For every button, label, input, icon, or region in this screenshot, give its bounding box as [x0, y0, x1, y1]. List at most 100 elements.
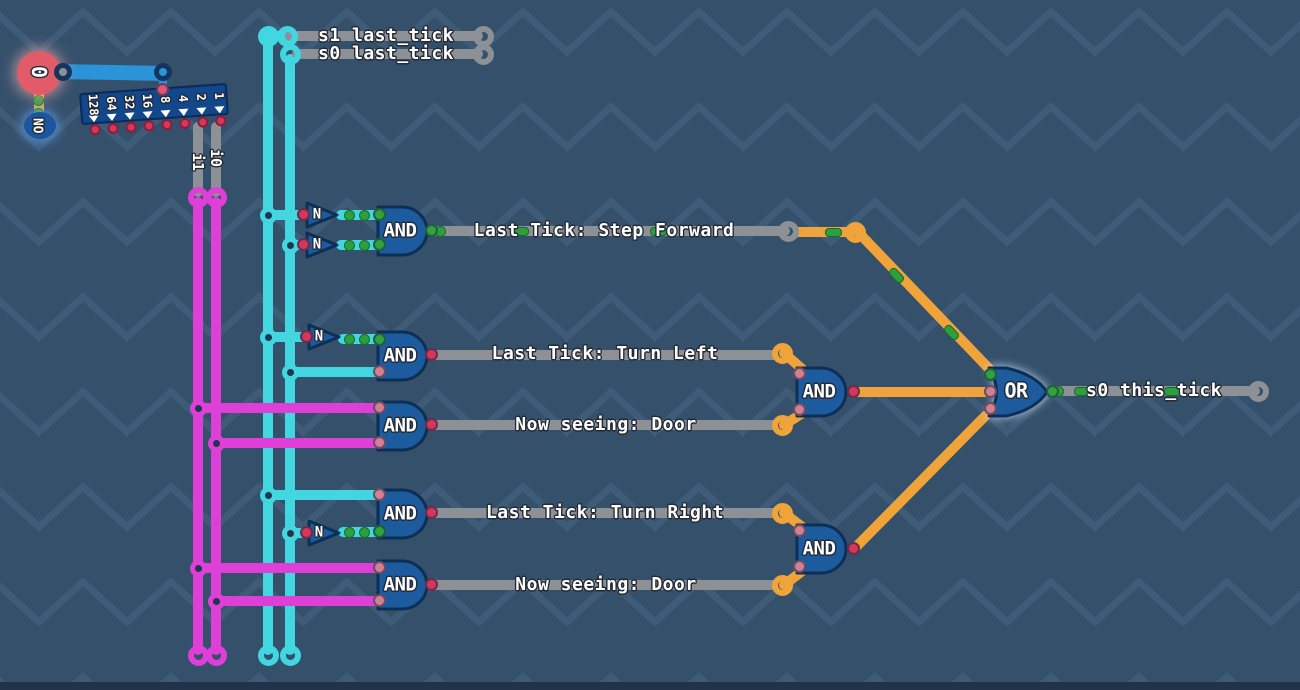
bit-pin[interactable]: [214, 115, 227, 127]
and-gate-left-branch[interactable]: [795, 366, 849, 418]
bus-s0-last-tick[interactable]: [285, 54, 295, 655]
and-input-pin[interactable]: [373, 208, 386, 221]
wire-junction[interactable]: [260, 329, 277, 346]
and-output-pin[interactable]: [425, 348, 438, 361]
input-byte-bar[interactable]: [56, 64, 170, 81]
not-input-pin[interactable]: [300, 330, 313, 343]
and-input-pin[interactable]: [373, 594, 386, 607]
bus-i0[interactable]: [211, 197, 221, 655]
wire-node[interactable]: [772, 415, 793, 436]
and-gate-right-branch[interactable]: [795, 523, 849, 575]
wire-node[interactable]: [778, 221, 799, 242]
wire-node[interactable]: [280, 44, 301, 65]
wire-node[interactable]: [845, 222, 866, 243]
splitter-top-pin[interactable]: [156, 83, 169, 96]
wire-node[interactable]: [280, 645, 301, 666]
wire-junction[interactable]: [208, 435, 225, 452]
wire-s0-last-tick[interactable]: [292, 49, 483, 59]
and-input-pin[interactable]: [373, 333, 386, 346]
andleft-to-or-wire[interactable]: [852, 387, 990, 397]
wire-turn-right[interactable]: [430, 508, 778, 518]
or-input-pin[interactable]: [984, 368, 997, 381]
wire-node[interactable]: [473, 44, 494, 65]
and-input-pin[interactable]: [373, 238, 386, 251]
wire-node[interactable]: [258, 645, 279, 666]
g1-not1-out-wire[interactable]: [336, 210, 380, 220]
stub-i0[interactable]: [211, 122, 221, 197]
bar-left-node[interactable]: [54, 63, 72, 81]
wire-junction[interactable]: [282, 525, 299, 542]
bit-pin[interactable]: [124, 121, 137, 134]
signal-dot: [33, 95, 44, 106]
and-output-pin[interactable]: [847, 542, 860, 555]
and-output-pin[interactable]: [425, 578, 438, 591]
g1-not2-out-wire[interactable]: [336, 240, 380, 250]
and-input-pin[interactable]: [793, 524, 806, 537]
signal-dot: [344, 210, 355, 221]
or-output-pin[interactable]: [1046, 385, 1059, 398]
and-input-pin[interactable]: [373, 436, 386, 449]
and-input-pin[interactable]: [373, 365, 386, 378]
and-output-pin[interactable]: [425, 506, 438, 519]
wire-door-upper[interactable]: [430, 420, 778, 430]
g1-not1-in-wire[interactable]: [268, 210, 308, 220]
and-input-pin[interactable]: [793, 403, 806, 416]
wire-junction[interactable]: [260, 207, 277, 224]
or-input-pin[interactable]: [984, 402, 997, 415]
wire-junction[interactable]: [282, 237, 299, 254]
wire-node[interactable]: [772, 343, 793, 364]
g3-in1-wire[interactable]: [198, 403, 380, 413]
g3-in2-wire[interactable]: [216, 438, 380, 448]
g5-in1-wire[interactable]: [198, 563, 380, 573]
wire-junction[interactable]: [190, 400, 207, 417]
g2-not-in-wire[interactable]: [268, 332, 312, 342]
bit-pin[interactable]: [196, 116, 209, 129]
bit-pin[interactable]: [88, 123, 101, 136]
wire-node[interactable]: [1248, 381, 1269, 402]
not-input-pin[interactable]: [300, 526, 313, 539]
and-input-pin[interactable]: [373, 401, 386, 414]
or-input-pin[interactable]: [984, 385, 997, 398]
wire-junction[interactable]: [208, 593, 225, 610]
wire-node[interactable]: [772, 575, 793, 596]
wire-s1-last-tick[interactable]: [285, 31, 483, 41]
not-input-pin[interactable]: [297, 238, 310, 251]
g2-direct-wire[interactable]: [290, 367, 380, 377]
wire-junction[interactable]: [190, 560, 207, 577]
and-output-pin[interactable]: [425, 224, 438, 237]
and-input-pin[interactable]: [793, 560, 806, 573]
bit-pin[interactable]: [160, 118, 173, 131]
bit-pin[interactable]: [142, 120, 155, 132]
wire-s0-this-tick[interactable]: [1050, 386, 1260, 396]
and-input-pin[interactable]: [373, 525, 386, 538]
and-output-pin[interactable]: [425, 418, 438, 431]
wire-node[interactable]: [206, 187, 227, 208]
bar-right-node[interactable]: [154, 63, 172, 81]
g4-direct-wire[interactable]: [268, 490, 380, 500]
and-input-pin[interactable]: [373, 488, 386, 501]
not-input-pin[interactable]: [297, 208, 310, 221]
wire-label-door-upper: Now seeing: Door: [515, 414, 697, 436]
on-indicator[interactable]: [24, 112, 56, 139]
wire-step-forward[interactable]: [430, 226, 790, 236]
signal-dot: [359, 334, 370, 345]
wire-turn-left[interactable]: [430, 350, 778, 360]
wire-junction[interactable]: [260, 487, 277, 504]
wire-door-lower[interactable]: [430, 580, 778, 590]
bit-pin[interactable]: [178, 117, 191, 130]
wire-node[interactable]: [206, 645, 227, 666]
and-input-pin[interactable]: [373, 561, 386, 574]
input-value-button[interactable]: [17, 51, 61, 95]
bit-pin[interactable]: [106, 122, 119, 135]
button-on-wire[interactable]: [34, 88, 44, 124]
stub-i1[interactable]: [193, 122, 203, 197]
signal-dash: [650, 227, 667, 236]
wire-node[interactable]: [772, 503, 793, 524]
wire-junction[interactable]: [282, 364, 299, 381]
bus-i1[interactable]: [193, 197, 203, 655]
and-input-pin[interactable]: [793, 367, 806, 380]
g5-in2-wire[interactable]: [216, 596, 380, 606]
bit-arrow-icon: [106, 113, 118, 122]
wire-node[interactable]: [258, 26, 279, 47]
and-output-pin[interactable]: [847, 385, 860, 398]
